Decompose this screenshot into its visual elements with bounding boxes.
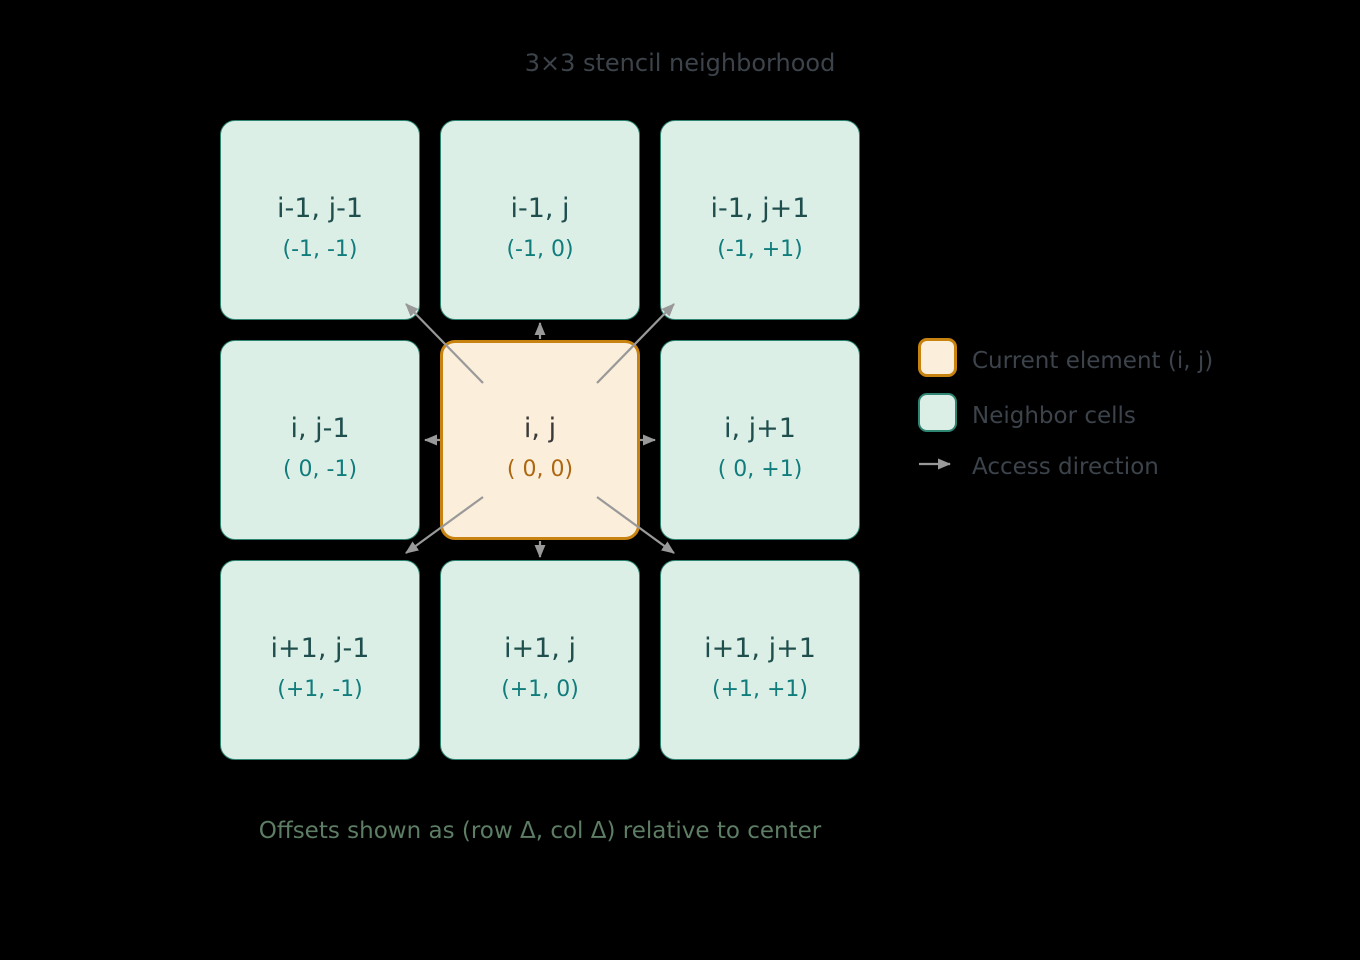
cell-offset: ( 0, +1) — [717, 456, 803, 482]
cell-offset: (-1, +1) — [717, 236, 803, 262]
cell-offset: (+1, +1) — [711, 676, 808, 702]
cell-label: i-1, j+1 — [710, 193, 810, 225]
cell-offset: (+1, -1) — [277, 676, 363, 702]
legend-label: Access direction — [972, 454, 1159, 480]
cell-label: i+1, j — [504, 633, 576, 665]
cell-label: i, j+1 — [724, 413, 796, 445]
cell-label: i+1, j+1 — [704, 633, 816, 665]
cell-label: i+1, j-1 — [270, 633, 370, 665]
legend-label: Current element (i, j) — [972, 347, 1214, 374]
legend-item-access: Access direction — [918, 448, 1213, 480]
access-arrow-icon — [919, 458, 952, 470]
cell-offset: (-1, -1) — [282, 236, 358, 262]
cell-im1-jm1: i-1, j-1 (-1, -1) — [220, 120, 420, 320]
cell-label: i, j-1 — [290, 413, 350, 445]
cell-ip1-jp1: i+1, j+1 (+1, +1) — [660, 560, 860, 760]
cell-im1-jp1: i-1, j+1 (-1, +1) — [660, 120, 860, 320]
legend-item-neighbor: Neighbor cells — [918, 393, 1213, 432]
neighbor-cells-swatch-icon — [918, 393, 957, 432]
stencil-grid: i-1, j-1 (-1, -1) i-1, j (-1, 0) i-1, j+… — [220, 120, 860, 760]
current-element-swatch-icon — [918, 338, 957, 377]
cell-label: i-1, j-1 — [276, 193, 363, 225]
cell-offset: (+1, 0) — [501, 676, 579, 702]
footnote-caption: Offsets shown as (row Δ, col Δ) relative… — [258, 818, 822, 844]
cell-label: i-1, j — [510, 193, 570, 225]
cell-offset: ( 0, -1) — [282, 456, 358, 482]
cell-current-i-j: i, j ( 0, 0) — [440, 340, 640, 540]
cell-offset: (-1, 0) — [506, 236, 574, 262]
cell-ip1-jm1: i+1, j-1 (+1, -1) — [220, 560, 420, 760]
cell-ip1-j: i+1, j (+1, 0) — [440, 560, 640, 760]
cell-i-jp1: i, j+1 ( 0, +1) — [660, 340, 860, 540]
cell-im1-j: i-1, j (-1, 0) — [440, 120, 640, 320]
legend-label: Neighbor cells — [972, 402, 1136, 429]
cell-i-jm1: i, j-1 ( 0, -1) — [220, 340, 420, 540]
legend-item-current: Current element (i, j) — [918, 338, 1213, 377]
legend: Current element (i, j) Neighbor cells Ac… — [918, 338, 1213, 480]
cell-label: i, j — [523, 413, 557, 445]
diagram-title: 3×3 stencil neighborhood — [524, 49, 836, 77]
cell-offset: ( 0, 0) — [506, 456, 574, 482]
